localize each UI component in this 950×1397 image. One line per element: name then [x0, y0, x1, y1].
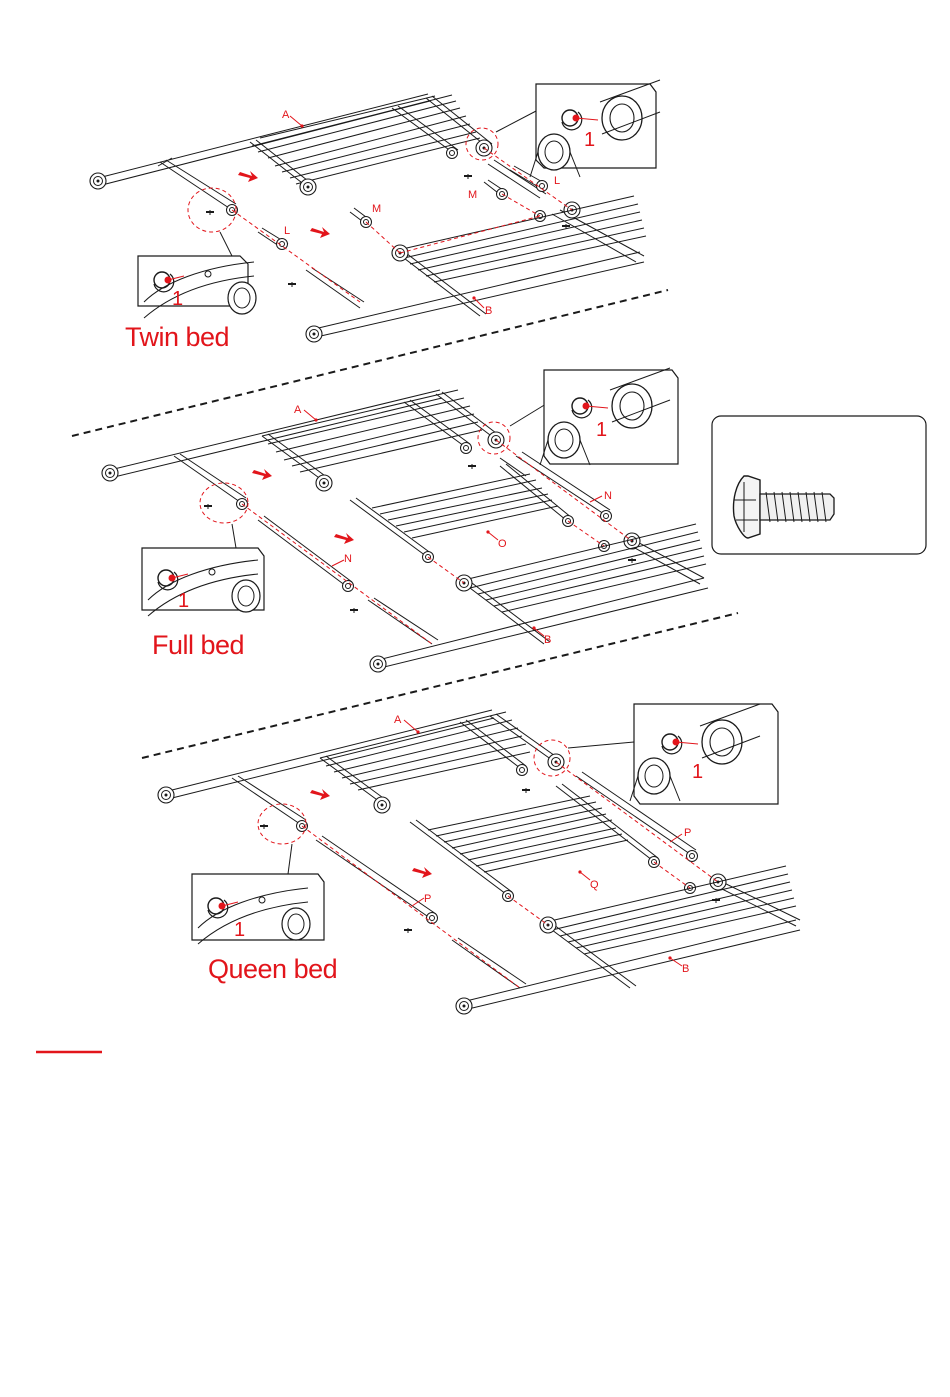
label-l-left: L	[284, 225, 290, 237]
detail-inset-left: 1	[142, 524, 264, 616]
label-m-left: M	[372, 203, 381, 215]
label-o: O	[498, 538, 507, 550]
label-q: Q	[590, 879, 599, 891]
screw-count: 1	[692, 761, 703, 783]
label-m-right: M	[468, 189, 477, 201]
detail-inset-right: 1	[496, 80, 660, 177]
label-a: A	[394, 714, 402, 726]
section-title: Full bed	[152, 630, 244, 660]
detail-inset-left: 1	[138, 232, 256, 318]
headboard-a	[90, 94, 492, 195]
label-p-left: P	[424, 893, 431, 905]
arrow-icon	[412, 867, 432, 878]
label-a: A	[282, 109, 290, 121]
screw-count: 1	[234, 919, 245, 941]
label-a: A	[294, 404, 302, 416]
detail-inset-left: 1	[192, 844, 324, 944]
arrow-icon	[310, 227, 330, 238]
label-b: B	[485, 305, 492, 317]
arrow-icon	[252, 469, 272, 480]
footboard-b	[306, 196, 646, 342]
full-bed-assembly: A B N N O 1 1 Full bed	[102, 368, 708, 672]
label-n-left: N	[344, 553, 352, 565]
screw-count: 1	[584, 129, 595, 151]
queen-bed-assembly: A B P P Q 1 1 Queen bed	[158, 704, 800, 1014]
section-title: Queen bed	[208, 954, 337, 984]
detail-inset-right: 1	[510, 368, 678, 465]
center-frame-o	[350, 464, 574, 563]
arrow-icon	[334, 533, 354, 544]
twin-bed-assembly: A B L L M M 1 1 Twin bed	[90, 80, 660, 352]
label-b: B	[544, 634, 551, 646]
detail-inset-right: 1	[568, 704, 778, 804]
label-l-right: L	[554, 175, 560, 187]
label-n-right: N	[604, 490, 612, 502]
arrow-icon	[238, 171, 258, 182]
arrow-icon	[310, 789, 330, 800]
center-frame-q	[410, 784, 660, 902]
screw-count: 1	[178, 590, 189, 612]
headboard-a	[102, 390, 504, 491]
screw-detail-box	[712, 416, 926, 554]
headboard-a	[158, 710, 564, 813]
screw-count: 1	[172, 288, 183, 310]
screw-count: 1	[596, 419, 607, 441]
label-p-right: P	[684, 827, 691, 839]
section-title: Twin bed	[125, 322, 229, 352]
label-b: B	[682, 963, 689, 975]
